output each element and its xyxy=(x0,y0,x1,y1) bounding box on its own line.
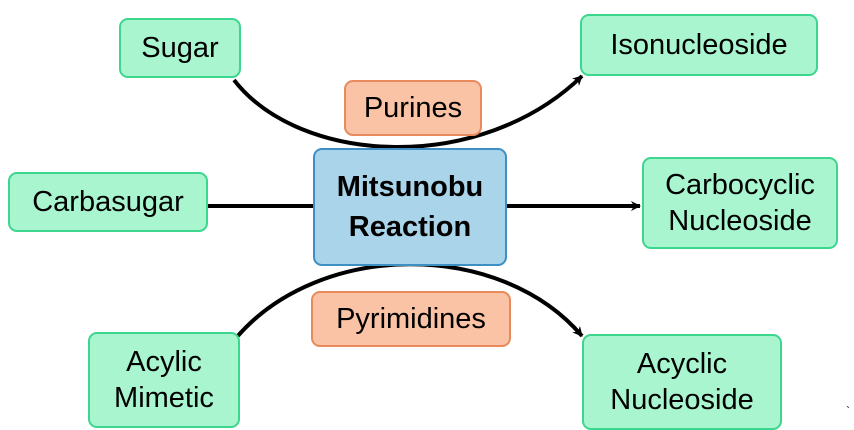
acyclic-nucleoside-node: Acyclic Nucleoside xyxy=(582,334,782,430)
sugar-to-isonucleoside-arrow xyxy=(232,74,584,149)
stray-mark: ` xyxy=(846,404,850,418)
acylic-mimetic-node: Acylic Mimetic xyxy=(88,332,240,428)
purines-reagent-label: Purines xyxy=(344,80,482,136)
isonucleoside-node: Isonucleoside xyxy=(580,14,818,76)
carbocyclic-nucleoside-node: Carbocyclic Nucleoside xyxy=(642,157,838,249)
carbasugar-node: Carbasugar xyxy=(8,172,208,232)
mitsunobu-reaction-node: Mitsunobu Reaction xyxy=(313,148,507,266)
pyrimidines-reagent-label: Pyrimidines xyxy=(311,291,511,347)
sugar-node: Sugar xyxy=(119,18,241,78)
